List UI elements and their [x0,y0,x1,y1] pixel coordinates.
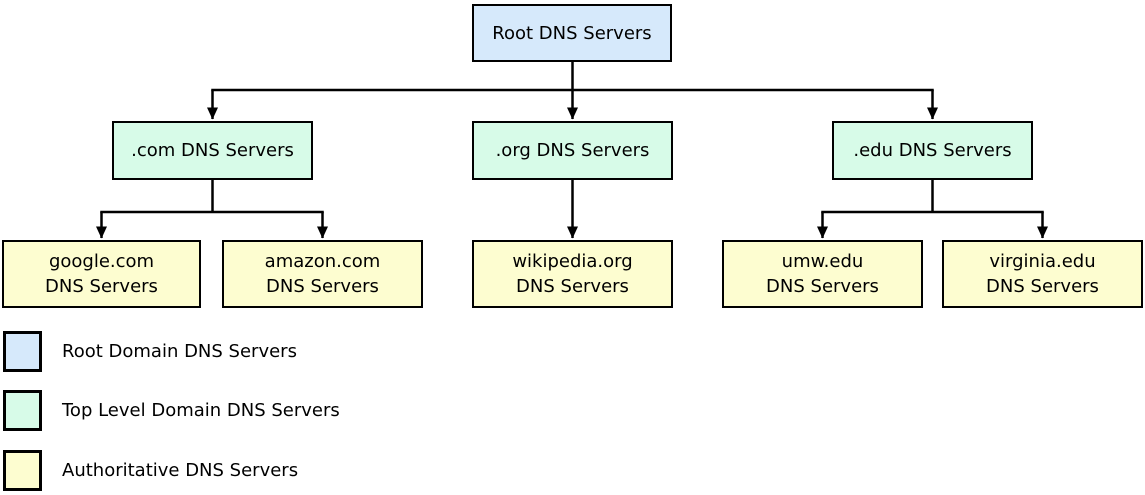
node-label: .com DNS Servers [131,140,294,161]
legend-swatch-root [3,331,42,372]
legend-swatch-authoritative [3,450,42,491]
node-com-dns-servers: .com DNS Servers [112,121,313,180]
node-label-line1: wikipedia.org [512,251,633,272]
node-amazon-dns-servers: amazon.com DNS Servers [222,240,423,308]
edges-com-children [96,180,328,239]
node-label-line1: google.com [48,251,155,272]
legend-label: Root Domain DNS Servers [62,341,297,362]
node-label: Root DNS Servers [492,22,652,44]
node-google-dns-servers: google.com DNS Servers [2,240,201,308]
node-label: .edu DNS Servers [853,140,1012,161]
node-label-line2: DNS Servers [45,276,158,297]
node-umw-dns-servers: umw.edu DNS Servers [722,240,923,308]
node-label-line2: DNS Servers [266,276,379,297]
node-wikipedia-dns-servers: wikipedia.org DNS Servers [472,240,673,308]
node-label-line1: amazon.com [264,251,381,272]
legend-swatch-tld [3,390,42,431]
node-virginia-dns-servers: virginia.edu DNS Servers [942,240,1143,308]
node-label-line1: virginia.edu [989,251,1096,272]
node-root-dns-servers: Root DNS Servers [472,4,672,62]
legend-item-top-level-domain: Top Level Domain DNS Servers [3,390,340,431]
node-label: .org DNS Servers [495,140,650,161]
node-label-line1: umw.edu [781,251,864,272]
node-org-dns-servers: .org DNS Servers [472,121,673,180]
node-label-line2: DNS Servers [986,276,1099,297]
edges-root-to-tld [207,62,938,120]
legend-label: Authoritative DNS Servers [62,460,299,481]
node-edu-dns-servers: .edu DNS Servers [832,121,1033,180]
node-label-line2: DNS Servers [516,276,629,297]
legend-item-root-domain: Root Domain DNS Servers [3,331,297,372]
node-label-line2: DNS Servers [766,276,879,297]
edges-edu-children [817,180,1048,239]
legend-label: Top Level Domain DNS Servers [62,400,340,421]
legend-item-authoritative: Authoritative DNS Servers [3,450,298,491]
